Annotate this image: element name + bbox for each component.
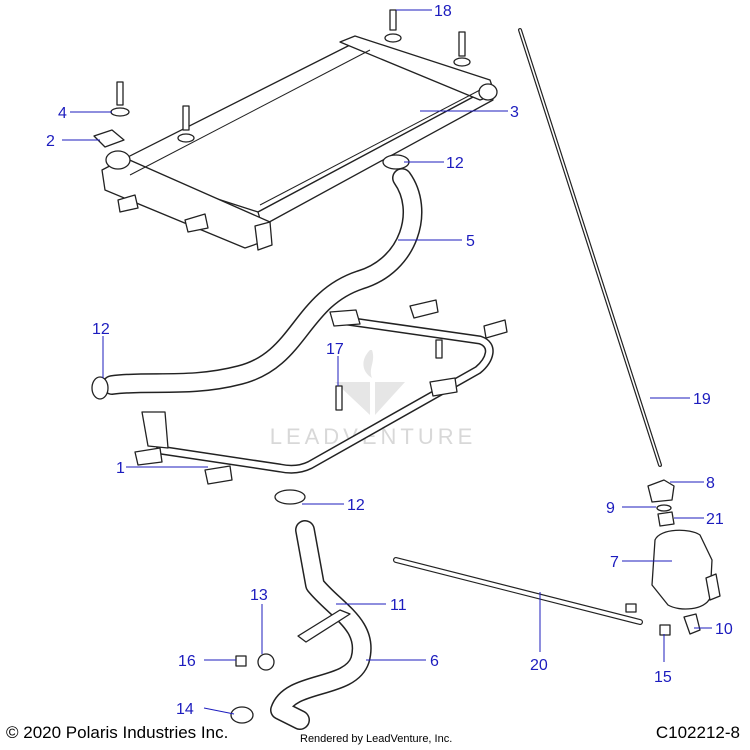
washer bbox=[453, 57, 471, 67]
callout-20: 20 bbox=[530, 657, 548, 674]
copyright-text: © 2020 Polaris Industries Inc. bbox=[6, 723, 229, 742]
radiator-fin-line bbox=[259, 89, 481, 206]
frame-tab bbox=[483, 319, 508, 339]
diagram-id: C102212-8 bbox=[655, 723, 740, 742]
rendered-by-text: Rendered by LeadVenture, Inc. bbox=[300, 733, 453, 745]
upper-hose-body bbox=[103, 169, 422, 394]
elbow-10 bbox=[683, 613, 701, 635]
callout-11: 11 bbox=[390, 597, 407, 614]
callout-18: 18 bbox=[434, 3, 452, 20]
hose-clamp-lower bbox=[274, 489, 306, 505]
radiator-fin-line bbox=[129, 49, 371, 176]
callout-3: 3 bbox=[510, 104, 519, 121]
watermark-flame bbox=[363, 350, 374, 378]
washer-18 bbox=[384, 33, 402, 43]
callout-16: 16 bbox=[178, 653, 196, 670]
callout-6: 6 bbox=[430, 653, 439, 670]
callout-1: 1 bbox=[116, 460, 125, 477]
lower-hose-body bbox=[271, 521, 371, 729]
hose-clamp-left bbox=[91, 376, 109, 400]
callout-14: 14 bbox=[176, 701, 194, 718]
frame-foot bbox=[204, 465, 233, 485]
callouts: 18 3 4 2 12 5 12 17 19 1 8 12 9 bbox=[46, 3, 733, 718]
hose-clamp-14 bbox=[230, 706, 254, 724]
leader-14 bbox=[203, 707, 235, 715]
radiator-outlet-port bbox=[478, 83, 498, 101]
radiator-mount-tab bbox=[184, 213, 209, 233]
callout-12-lower: 12 bbox=[347, 497, 365, 514]
clip-13 bbox=[257, 653, 275, 671]
bolt bbox=[435, 339, 443, 359]
watermark-logo bbox=[335, 382, 405, 415]
mounting-frame bbox=[134, 299, 508, 485]
bolt bbox=[116, 81, 124, 106]
callout-2: 2 bbox=[46, 133, 55, 150]
radiator-inlet-port bbox=[254, 221, 273, 251]
washer-4 bbox=[110, 107, 130, 117]
bolt bbox=[182, 105, 190, 131]
reservoir-fitting bbox=[625, 603, 637, 613]
bolt bbox=[458, 31, 466, 57]
gasket-9 bbox=[656, 504, 672, 512]
reservoir-cap-8 bbox=[647, 479, 675, 503]
frame-tab bbox=[409, 299, 439, 319]
callout-4: 4 bbox=[58, 105, 67, 122]
radiator-mount-tab bbox=[117, 194, 139, 213]
frame-foot bbox=[134, 447, 163, 466]
callout-17: 17 bbox=[326, 341, 344, 358]
frame-body bbox=[157, 317, 493, 473]
callout-13: 13 bbox=[250, 587, 268, 604]
reservoir-mount bbox=[705, 573, 721, 601]
lower-hose bbox=[230, 489, 372, 730]
bolt-17 bbox=[335, 385, 343, 411]
washer bbox=[177, 133, 195, 143]
filler-neck-21 bbox=[657, 511, 675, 527]
fastener-16 bbox=[235, 655, 247, 667]
hose-bracket-11 bbox=[297, 609, 351, 643]
callout-12-left: 12 bbox=[92, 321, 110, 338]
vent-hose bbox=[518, 28, 662, 467]
callout-7: 7 bbox=[610, 554, 619, 571]
callout-12-upper: 12 bbox=[446, 155, 464, 172]
upper-hose bbox=[91, 154, 423, 400]
overflow-hose-body bbox=[394, 558, 642, 624]
callout-10: 10 bbox=[715, 621, 733, 638]
callout-9: 9 bbox=[606, 500, 615, 517]
callout-8: 8 bbox=[706, 475, 715, 492]
fitting-15 bbox=[659, 624, 671, 636]
callout-19: 19 bbox=[693, 391, 711, 408]
frame-foot bbox=[429, 377, 458, 397]
coolant-reservoir bbox=[625, 479, 721, 636]
radiator-filler-neck bbox=[105, 150, 131, 170]
reservoir-body bbox=[651, 529, 713, 610]
callout-21: 21 bbox=[706, 511, 724, 528]
radiator bbox=[101, 35, 498, 251]
frame-mount-plate bbox=[141, 411, 169, 449]
vent-hose-body bbox=[519, 29, 661, 466]
callout-15: 15 bbox=[654, 669, 672, 686]
frame-tab bbox=[329, 309, 361, 327]
bolt-18 bbox=[389, 9, 397, 31]
radiator-cap-2 bbox=[93, 129, 125, 148]
hardware-radiator bbox=[93, 9, 471, 148]
callout-5: 5 bbox=[466, 233, 475, 250]
overflow-hose bbox=[393, 557, 643, 625]
